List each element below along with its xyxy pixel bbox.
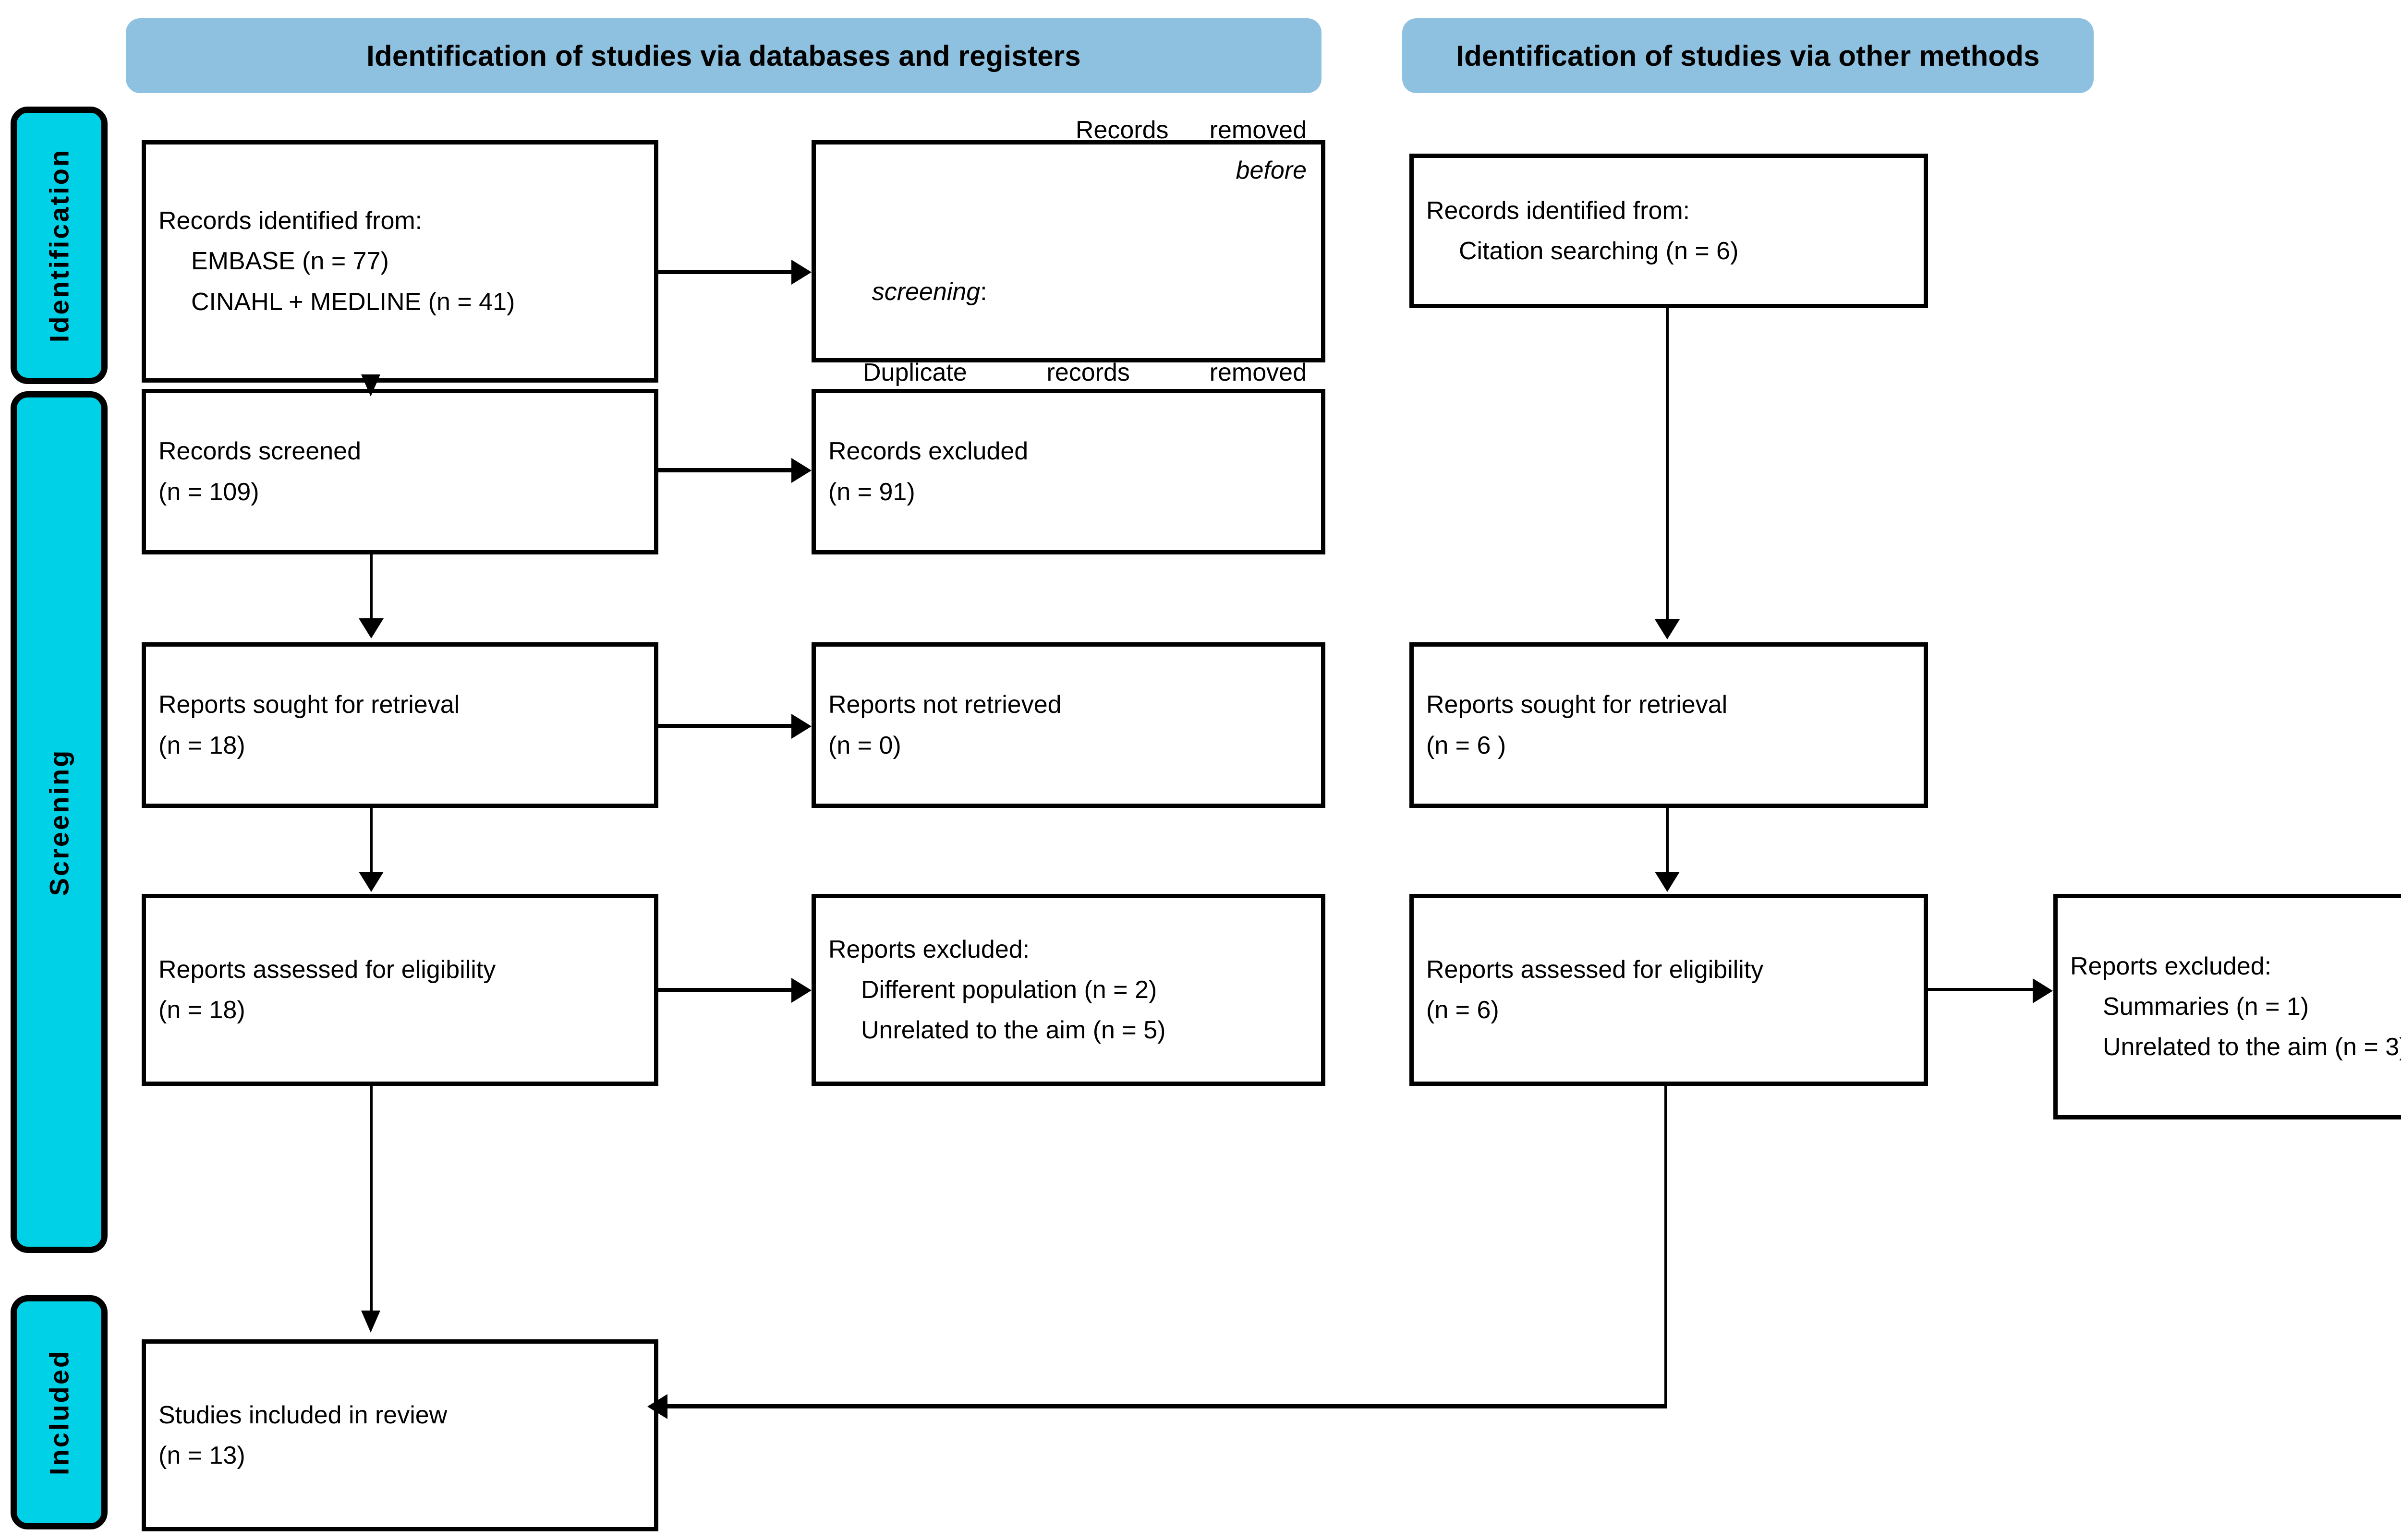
records-removed-colon: : bbox=[980, 277, 987, 306]
records-removed-before-italic: before bbox=[1236, 156, 1307, 184]
reports-assessed-databases-line-1: Reports assessed for eligibility bbox=[158, 955, 496, 984]
connector-sought-to-assessed bbox=[370, 808, 373, 875]
reports-excluded-other-line-3: Unrelated to the aim (n = 3) bbox=[2103, 1033, 2401, 1061]
reports-excluded-other-line-1: Reports excluded: bbox=[2070, 952, 2272, 980]
box-reports-sought-other: Reports sought for retrieval (n = 6 ) bbox=[1409, 642, 1928, 808]
stage-sidebar-identification-label: Identification bbox=[44, 148, 74, 343]
box-reports-excluded-other: Reports excluded: Summaries (n = 1) Unre… bbox=[2053, 894, 2401, 1119]
connector-assessed-to-included bbox=[370, 1086, 373, 1321]
connector-sought-other-to-assessed-other bbox=[1666, 808, 1669, 875]
connector-assessed-to-excluded-databases bbox=[658, 988, 793, 992]
records-identified-other-line-1: Records identified from: bbox=[1426, 196, 1690, 225]
stage-sidebar-screening: Screening bbox=[11, 391, 108, 1253]
arrowhead-other-to-included bbox=[647, 1394, 667, 1419]
reports-sought-other-line-2: (n = 6 ) bbox=[1426, 731, 1506, 759]
records-excluded-line-1: Records excluded bbox=[828, 437, 1029, 466]
header-banner-other-methods: Identification of studies via other meth… bbox=[1402, 18, 2094, 93]
reports-assessed-other-line-1: Reports assessed for eligibility bbox=[1426, 955, 1764, 984]
header-banner-other-methods-label: Identification of studies via other meth… bbox=[1456, 39, 2040, 72]
reports-excluded-databases-line-3: Unrelated to the aim (n = 5) bbox=[861, 1016, 1166, 1045]
box-reports-assessed-other: Reports assessed for eligibility (n = 6) bbox=[1409, 894, 1928, 1086]
reports-excluded-databases-line-1: Reports excluded: bbox=[828, 935, 1030, 963]
connector-screened-to-excluded bbox=[658, 468, 793, 472]
arrowhead-identified-to-screened bbox=[361, 374, 380, 397]
connector-screened-to-sought bbox=[370, 554, 373, 622]
connector-identified-to-removed bbox=[658, 270, 793, 274]
box-reports-sought-databases: Reports sought for retrieval (n = 18) bbox=[142, 642, 658, 808]
studies-included-line-1: Studies included in review bbox=[158, 1401, 448, 1429]
reports-not-retrieved-line-2: (n = 0) bbox=[828, 731, 901, 759]
arrowhead-identified-other-to-sought-other bbox=[1655, 619, 1680, 639]
arrowhead-identified-to-removed bbox=[791, 260, 812, 285]
box-records-identified-other: Records identified from: Citation search… bbox=[1409, 154, 1928, 308]
box-reports-assessed-databases: Reports assessed for eligibility (n = 18… bbox=[142, 894, 658, 1086]
records-identified-other-line-2: Citation searching (n = 6) bbox=[1459, 237, 1739, 265]
header-banner-databases: Identification of studies via databases … bbox=[126, 18, 1322, 93]
box-records-removed-before-screening: Records removed before screening: Duplic… bbox=[812, 116, 1325, 427]
arrowhead-assessed-to-excluded-databases bbox=[791, 978, 812, 1003]
arrowhead-sought-to-assessed bbox=[359, 872, 384, 892]
records-removed-line-1: Records removed before bbox=[830, 69, 1307, 231]
records-removed-line-2: screening: bbox=[830, 231, 1307, 352]
records-excluded-line-2: (n = 91) bbox=[828, 478, 915, 506]
stage-sidebar-included-label: Included bbox=[44, 1349, 74, 1476]
records-removed-line-3: Duplicate records removed bbox=[863, 359, 1307, 387]
connector-assessed-other-to-excluded-other bbox=[1928, 988, 2035, 991]
stage-sidebar-screening-label: Screening bbox=[44, 748, 74, 896]
arrowhead-assessed-to-included bbox=[361, 1311, 380, 1333]
reports-assessed-databases-line-2: (n = 18) bbox=[158, 996, 245, 1024]
reports-sought-databases-line-1: Reports sought for retrieval bbox=[158, 691, 460, 719]
reports-sought-other-line-1: Reports sought for retrieval bbox=[1426, 691, 1728, 719]
arrowhead-sought-to-not-retrieved bbox=[791, 714, 812, 739]
box-records-screened: Records screened (n = 109) bbox=[142, 389, 658, 554]
records-identified-databases-line-2: EMBASE (n = 77) bbox=[191, 247, 389, 276]
box-studies-included: Studies included in review (n = 13) bbox=[142, 1339, 658, 1531]
stage-sidebar-included: Included bbox=[11, 1295, 108, 1529]
box-records-identified-databases: Records identified from: EMBASE (n = 77)… bbox=[142, 140, 658, 383]
arrowhead-assessed-other-to-excluded-other bbox=[2033, 978, 2053, 1003]
arrowhead-screened-to-excluded bbox=[791, 458, 812, 483]
reports-excluded-other-line-2: Summaries (n = 1) bbox=[2103, 992, 2309, 1021]
arrowhead-screened-to-sought bbox=[359, 618, 384, 638]
reports-excluded-databases-line-2: Different population (n = 2) bbox=[861, 975, 1157, 1004]
records-removed-screening-italic: screening bbox=[872, 277, 981, 306]
connector-other-to-included-vertical bbox=[1664, 1086, 1667, 1408]
records-removed-text: Records removed bbox=[1075, 116, 1307, 144]
records-identified-databases-line-1: Records identified from: bbox=[158, 207, 423, 235]
header-banner-databases-label: Identification of studies via databases … bbox=[366, 39, 1081, 72]
connector-sought-to-not-retrieved bbox=[658, 724, 793, 728]
connector-other-to-included-horizontal bbox=[667, 1404, 1667, 1408]
records-identified-databases-line-3: CINAHL + MEDLINE (n = 41) bbox=[191, 288, 515, 316]
stage-sidebar-identification: Identification bbox=[11, 107, 108, 384]
reports-not-retrieved-line-1: Reports not retrieved bbox=[828, 691, 1062, 719]
reports-sought-databases-line-2: (n = 18) bbox=[158, 731, 245, 759]
box-reports-excluded-databases: Reports excluded: Different population (… bbox=[812, 894, 1325, 1086]
records-screened-line-2: (n = 109) bbox=[158, 478, 259, 506]
arrowhead-sought-other-to-assessed-other bbox=[1655, 872, 1680, 892]
box-reports-not-retrieved: Reports not retrieved (n = 0) bbox=[812, 642, 1325, 808]
studies-included-line-2: (n = 13) bbox=[158, 1442, 245, 1469]
connector-identified-other-to-sought-other bbox=[1666, 308, 1669, 623]
box-records-excluded: Records excluded (n = 91) bbox=[812, 389, 1325, 554]
records-screened-line-1: Records screened bbox=[158, 437, 361, 466]
reports-assessed-other-line-2: (n = 6) bbox=[1426, 996, 1499, 1024]
